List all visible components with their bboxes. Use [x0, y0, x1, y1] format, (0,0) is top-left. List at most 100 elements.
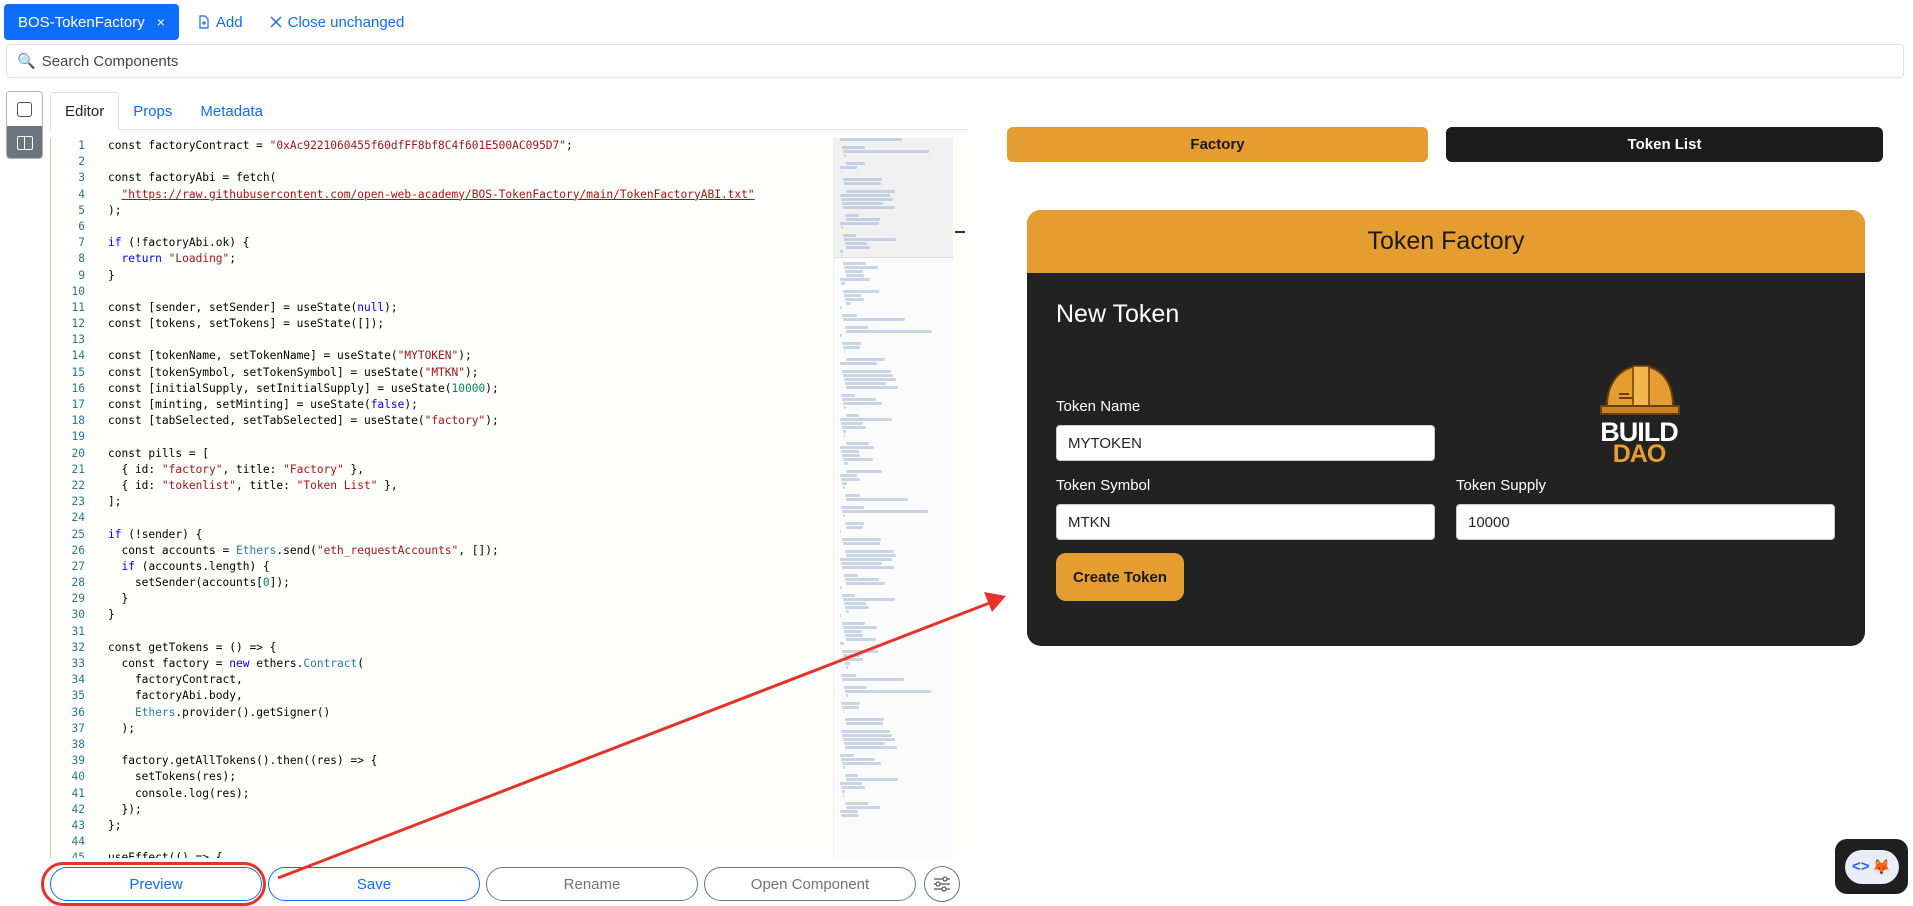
- file-tab-bos-tokenfactory[interactable]: BOS-TokenFactory ×: [4, 4, 179, 40]
- code-line[interactable]: 10: [51, 284, 831, 300]
- line-content: if (accounts.length) {: [121, 559, 270, 573]
- code-line[interactable]: 6: [51, 219, 831, 235]
- code-line[interactable]: 30}: [51, 607, 831, 623]
- floating-widget-button[interactable]: <>🦊: [1835, 839, 1908, 894]
- code-line[interactable]: 42 });: [51, 802, 831, 818]
- pill-token-list[interactable]: Token List: [1446, 127, 1883, 162]
- token-symbol-input[interactable]: MTKN: [1056, 504, 1435, 540]
- minimap-line: [844, 602, 866, 605]
- single-pane-toggle[interactable]: [7, 92, 42, 126]
- tab-props[interactable]: Props: [133, 102, 173, 120]
- code-line[interactable]: 40 setTokens(res);: [51, 769, 831, 785]
- preview-button[interactable]: Preview: [50, 867, 262, 901]
- line-content: [85, 284, 108, 300]
- minimap-line: [842, 622, 865, 625]
- code-line[interactable]: 13: [51, 332, 831, 348]
- line-content: const factoryAbi = fetch(: [108, 171, 277, 185]
- arrow-head: [984, 592, 1006, 612]
- code-line[interactable]: 44: [51, 834, 831, 850]
- minimap-line: [846, 554, 896, 557]
- tab-editor[interactable]: Editor: [50, 92, 120, 130]
- code-line[interactable]: 23];: [51, 494, 831, 510]
- code-line[interactable]: 21 { id: "factory", title: "Factory" },: [51, 462, 831, 478]
- code-line[interactable]: 28 setSender(accounts[0]);: [51, 575, 831, 591]
- code-line[interactable]: 26 const accounts = Ethers.send("eth_req…: [51, 543, 831, 559]
- close-tab-icon[interactable]: ×: [156, 14, 165, 30]
- close-unchanged-button[interactable]: Close unchanged: [261, 14, 413, 31]
- add-button[interactable]: Add: [189, 14, 251, 31]
- minimap-line: [840, 166, 858, 169]
- open-component-button[interactable]: Open Component: [704, 867, 916, 901]
- line-content: const [tokens, setTokens] = useState([])…: [108, 317, 385, 331]
- code-line[interactable]: 19: [51, 429, 831, 445]
- code-line[interactable]: 22 { id: "tokenlist", title: "Token List…: [51, 478, 831, 494]
- line-number: 2: [78, 155, 85, 169]
- code-line[interactable]: 36 Ethers.provider().getSigner(): [51, 705, 831, 721]
- code-line[interactable]: 37 );: [51, 721, 831, 737]
- line-number: 32: [71, 640, 85, 654]
- code-line[interactable]: 33 const factory = new ethers.Contract(: [51, 656, 831, 672]
- code-line[interactable]: 39 factory.getAllTokens().then((res) => …: [51, 753, 831, 769]
- code-minimap[interactable]: [833, 138, 953, 858]
- code-line[interactable]: 35 factoryAbi.body,: [51, 688, 831, 704]
- search-input[interactable]: [39, 51, 1903, 71]
- code-line[interactable]: 4 "https://raw.githubusercontent.com/ope…: [51, 187, 831, 203]
- token-supply-input[interactable]: 10000: [1456, 504, 1835, 540]
- tab-metadata[interactable]: Metadata: [200, 102, 263, 120]
- create-token-button[interactable]: Create Token: [1056, 553, 1184, 601]
- rename-button[interactable]: Rename: [486, 867, 698, 901]
- line-content: [85, 429, 108, 445]
- code-line[interactable]: 43};: [51, 818, 831, 834]
- minimap-line: [842, 314, 858, 317]
- split-view-icon: [16, 136, 33, 150]
- build-dao-logo: BUILD DAO: [1597, 358, 1681, 468]
- pill-factory[interactable]: Factory: [1007, 127, 1428, 162]
- token-name-input[interactable]: MYTOKEN: [1056, 425, 1435, 461]
- minimap-line: [844, 686, 867, 689]
- code-line[interactable]: 8 return "Loading";: [51, 251, 831, 267]
- save-button[interactable]: Save: [268, 867, 480, 901]
- minimap-line: [846, 302, 851, 305]
- code-line[interactable]: 34 factoryContract,: [51, 672, 831, 688]
- code-line[interactable]: 41 console.log(res);: [51, 786, 831, 802]
- settings-button[interactable]: [924, 866, 960, 902]
- minimap-line: [842, 678, 905, 681]
- code-line[interactable]: 5);: [51, 203, 831, 219]
- line-number: 26: [71, 543, 85, 557]
- code-line[interactable]: 31: [51, 624, 831, 640]
- scroll-indicator: [955, 231, 965, 233]
- code-line[interactable]: 27 if (accounts.length) {: [51, 559, 831, 575]
- line-number: 16: [71, 381, 85, 395]
- code-line[interactable]: 29 }: [51, 591, 831, 607]
- split-pane-toggle[interactable]: [7, 126, 42, 158]
- line-number: 8: [78, 252, 85, 266]
- line-number: 25: [71, 527, 85, 541]
- minimap-line: [840, 278, 870, 281]
- code-line[interactable]: 38: [51, 737, 831, 753]
- minimap-line: [846, 638, 876, 641]
- code-line[interactable]: 9}: [51, 268, 831, 284]
- line-content: const [tokenName, setTokenName] = useSta…: [108, 349, 472, 363]
- line-content: { id: "factory", title: "Factory" },: [108, 462, 364, 476]
- minimap-line: [845, 606, 870, 609]
- code-line[interactable]: 2: [51, 154, 831, 170]
- code-line[interactable]: 24: [51, 510, 831, 526]
- line-content: }: [108, 592, 129, 606]
- minimap-line: [845, 522, 864, 525]
